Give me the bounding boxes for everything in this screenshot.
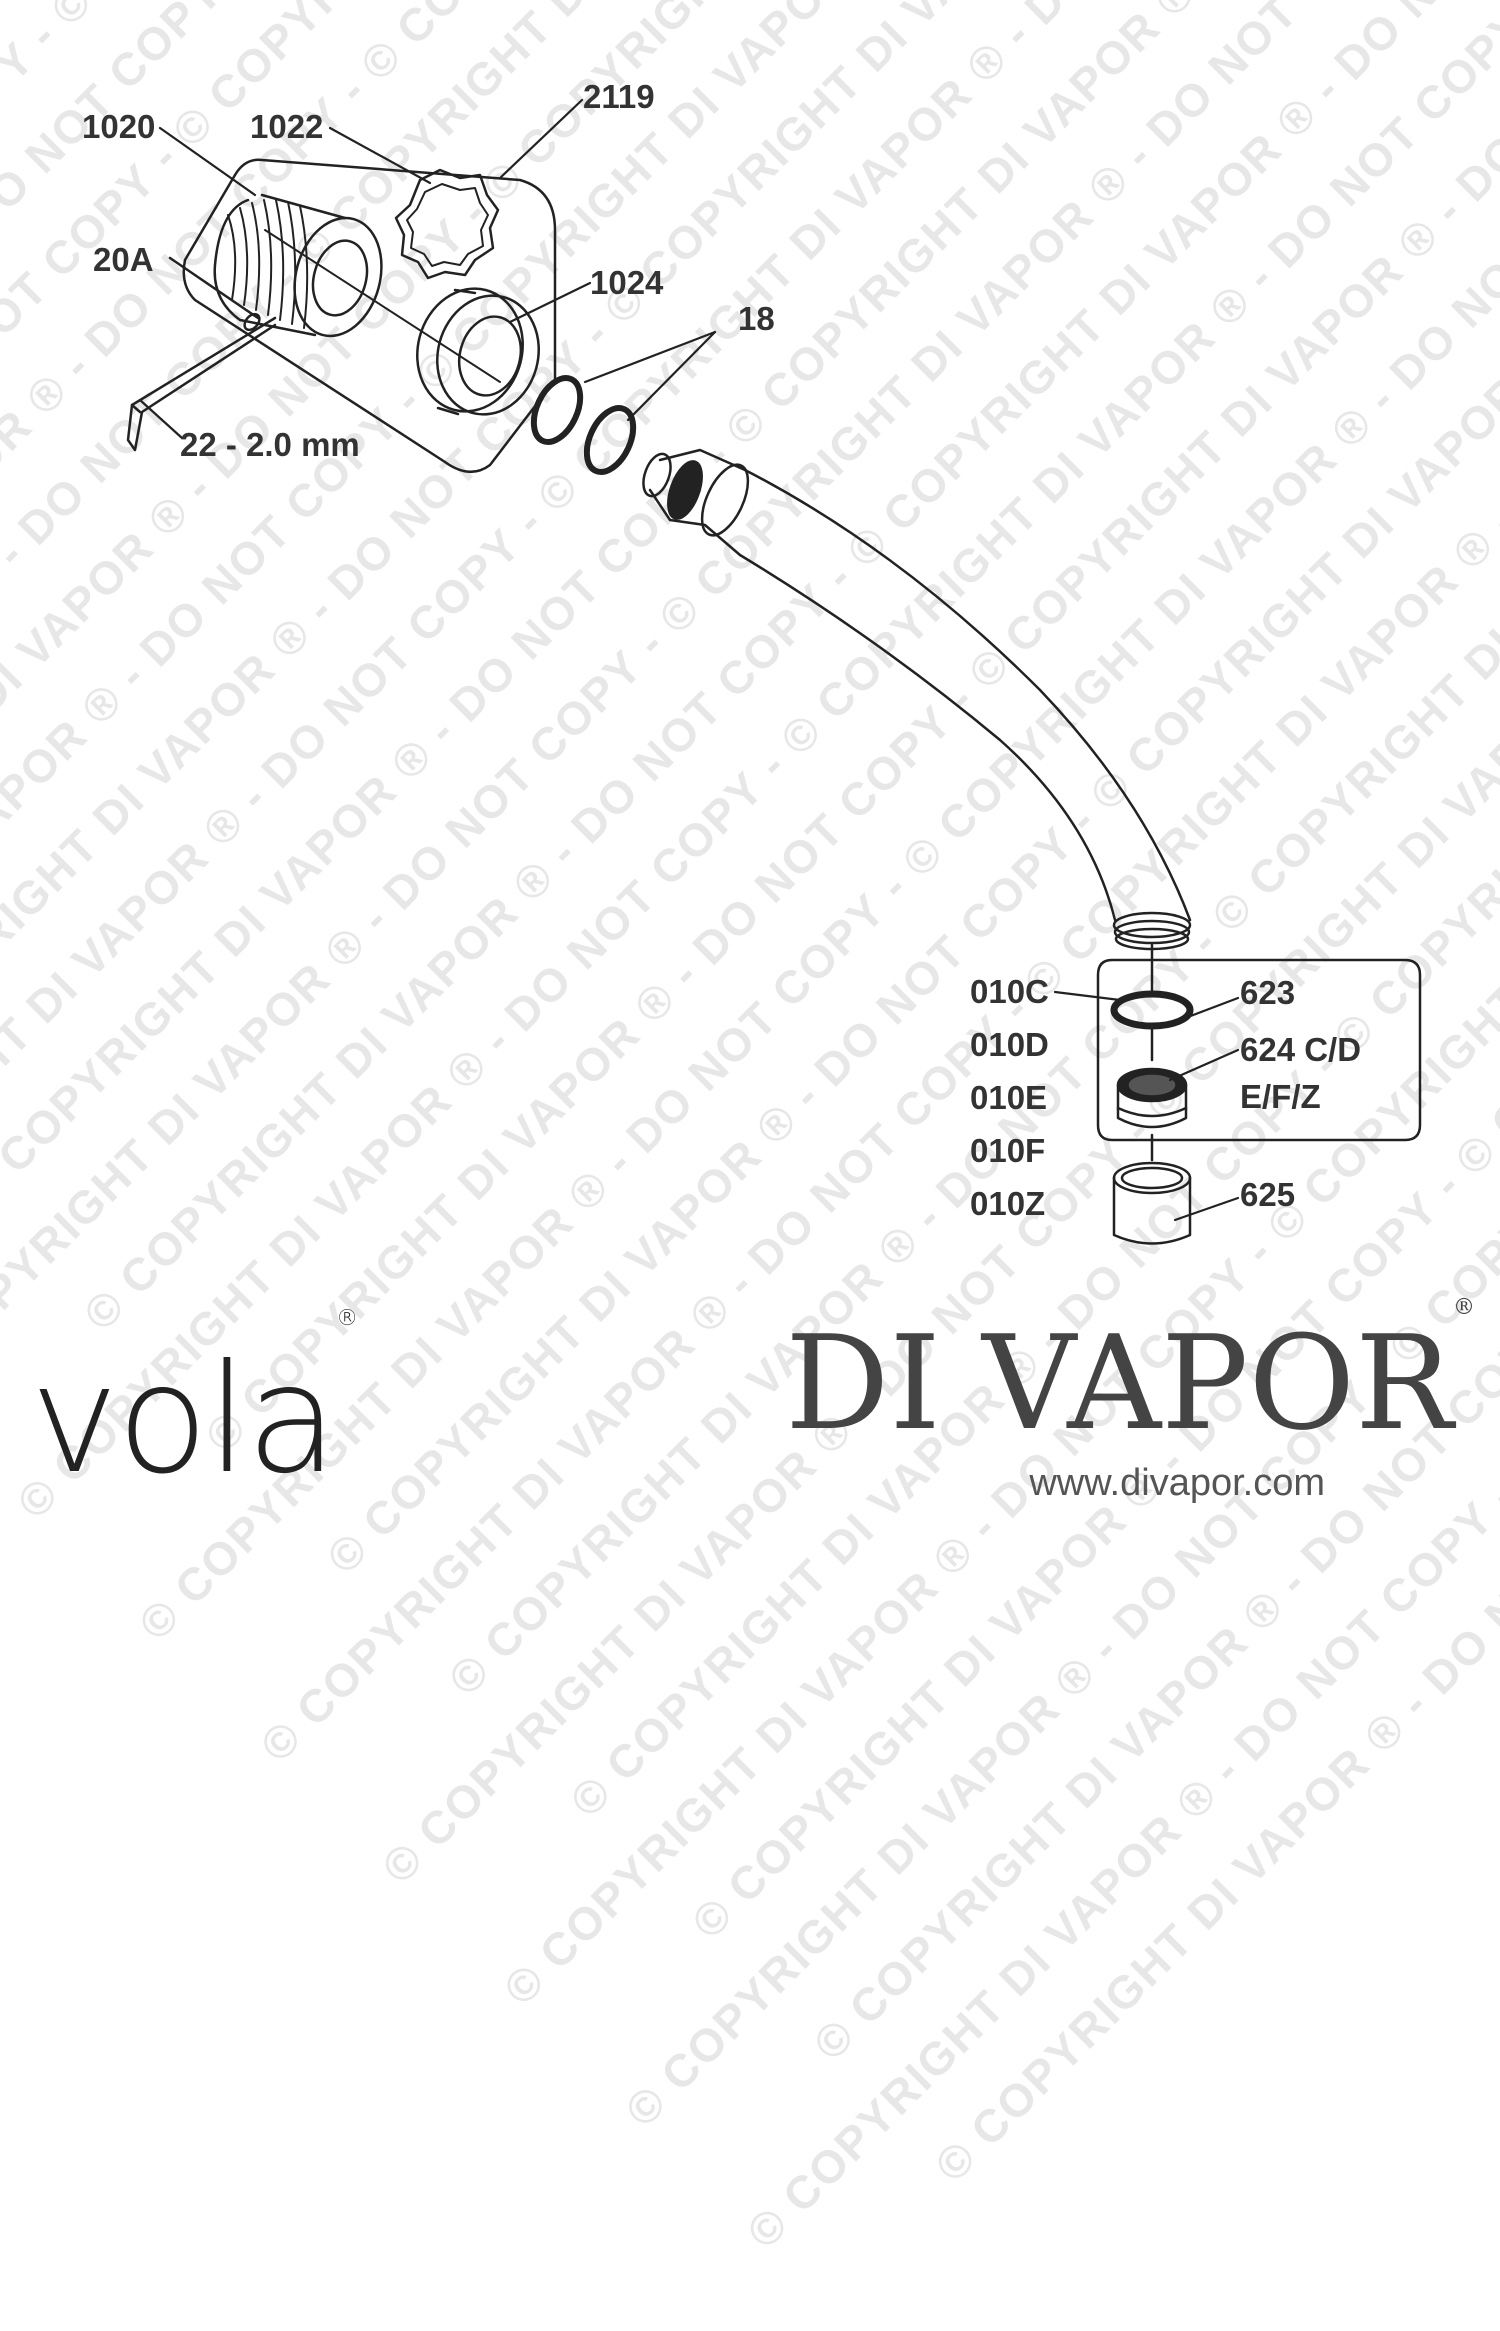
spout-body (642, 448, 1192, 992)
leader-lines (138, 98, 1240, 1222)
variant-code-list: 010C 010D 010E 010F 010Z (970, 965, 1049, 1230)
part-20A-grub-screw (168, 256, 261, 332)
variant-code: 010C (970, 973, 1049, 1010)
group-box-2119 (182, 158, 557, 473)
label-20A: 20A (93, 241, 154, 278)
label-624-line2: E/F/Z (1240, 1078, 1321, 1115)
vola-logo-text: vola (30, 1333, 338, 1507)
part-623-washer (1110, 990, 1194, 1030)
exploded-parts-diagram: © COPYRIGHT DI VAPOR ® - DO NOT COPY - ©… (0, 0, 1500, 2258)
label-18: 18 (738, 300, 775, 337)
divapor-url: www.divapor.com (1029, 1462, 1325, 1504)
parts-drawing (126, 98, 1422, 1245)
part-22-allen-key (126, 316, 277, 452)
divapor-logo: DI VAPOR® www.divapor.com (785, 1296, 1475, 1505)
label-623: 623 (1240, 974, 1296, 1011)
divapor-logo-text: DI VAPOR (785, 1307, 1453, 1459)
divapor-registered-mark: ® (1453, 1294, 1475, 1320)
part-18-o-rings (530, 375, 637, 475)
part-625-aerator-housing (1112, 1161, 1192, 1245)
variant-code: 010F (970, 1132, 1046, 1169)
aerator-group-box (1096, 958, 1422, 1142)
part-1024-escutcheon (416, 287, 540, 416)
vola-logo: vola® (30, 1308, 358, 1496)
variant-code: 010E (970, 1079, 1048, 1116)
label-1024: 1024 (590, 264, 664, 301)
vola-registered-mark: ® (336, 1306, 358, 1331)
label-1020: 1020 (82, 108, 156, 145)
part-624-aerator-insert (1116, 1067, 1188, 1129)
label-2119: 2119 (583, 78, 655, 115)
label-624-line1: 624 C/D (1240, 1031, 1362, 1068)
variant-code: 010Z (970, 1185, 1046, 1222)
label-625: 625 (1240, 1176, 1296, 1213)
part-1022-clip (394, 168, 500, 280)
part-1020-threaded-fitting (213, 193, 383, 338)
label-1022: 1022 (250, 108, 324, 145)
label-22-allen-key: 22 - 2.0 mm (180, 426, 360, 463)
variant-code: 010D (970, 1026, 1049, 1063)
